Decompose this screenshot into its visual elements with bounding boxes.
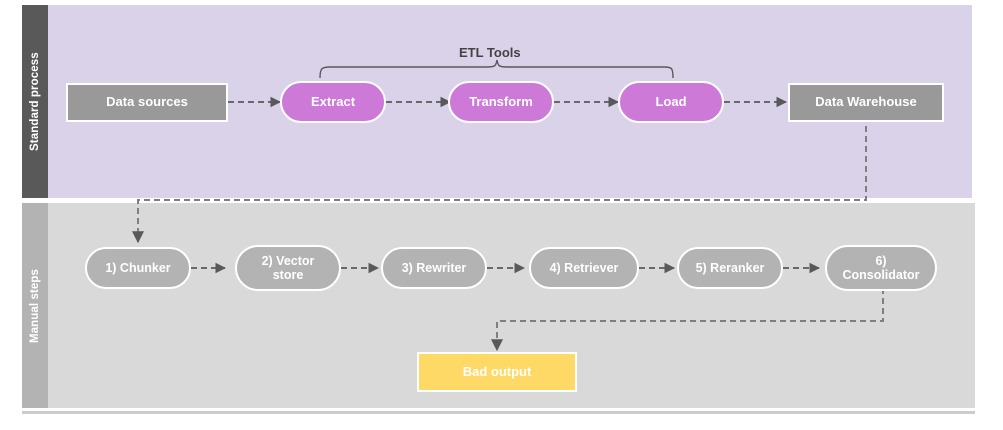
node-bad-output[interactable]: Bad output: [417, 352, 577, 392]
node-load[interactable]: Load: [618, 81, 724, 123]
node-rewriter[interactable]: 3) Rewriter: [381, 247, 487, 289]
lane-label-manual-steps: Manual steps: [22, 203, 48, 408]
node-data-warehouse[interactable]: Data Warehouse: [788, 83, 944, 122]
node-transform[interactable]: Transform: [448, 81, 554, 123]
node-reranker[interactable]: 5) Reranker: [677, 247, 783, 289]
node-retriever[interactable]: 4) Retriever: [529, 247, 639, 289]
bottom-divider: [22, 411, 975, 414]
node-data-sources[interactable]: Data sources: [66, 83, 228, 122]
node-consolidator[interactable]: 6)Consolidator: [825, 245, 937, 291]
node-chunker[interactable]: 1) Chunker: [85, 247, 191, 289]
lane-label-standard-process: Standard process: [22, 5, 48, 198]
node-extract[interactable]: Extract: [280, 81, 386, 123]
group-label-etl-tools: ETL Tools: [459, 45, 521, 60]
